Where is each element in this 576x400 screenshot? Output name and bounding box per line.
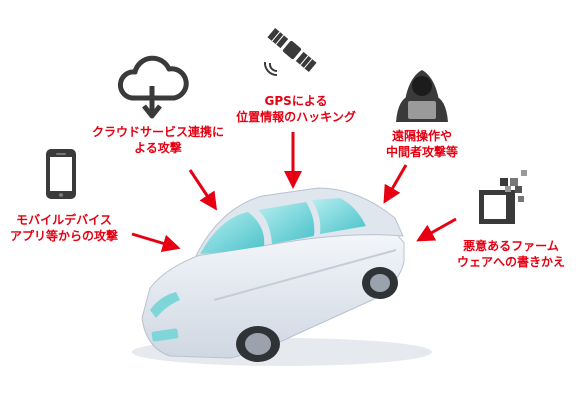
threat-label-firmware-line1: 悪意あるファーム: [463, 239, 559, 253]
arrow-remote: [383, 164, 408, 204]
threat-label-mobile-line2: アプリ等からの攻撃: [9, 229, 118, 243]
threat-label-firmware-line2: ウェアへの書きかえ: [456, 255, 565, 269]
threat-label-gps-line1: GPSによる: [264, 94, 328, 108]
smartphone-icon: [46, 149, 76, 199]
threat-label-mobile-line1: モバイルデバイス: [16, 213, 112, 227]
threat-label-gps: GPSによる 位置情報のハッキング: [226, 93, 366, 125]
threat-label-gps-line2: 位置情報のハッキング: [236, 110, 356, 124]
threat-label-cloud: クラウドサービス連携に よる攻撃: [78, 124, 238, 156]
threat-label-cloud-line2: よる攻撃: [134, 141, 182, 155]
arrow-cloud: [188, 169, 217, 211]
threat-label-remote-line1: 遠隔操作や: [391, 129, 452, 143]
arrow-firmware: [416, 217, 457, 242]
threat-label-remote-line2: 中間者攻撃等: [385, 145, 458, 159]
qr-code-icon: [479, 170, 527, 224]
satellite-icon: [267, 28, 317, 72]
threat-label-cloud-line1: クラウドサービス連携に: [91, 125, 224, 139]
threat-label-firmware: 悪意あるファーム ウェアへの書きかえ: [446, 238, 576, 270]
threat-label-mobile: モバイルデバイス アプリ等からの攻撃: [0, 212, 128, 244]
arrow-mobile: [131, 232, 181, 253]
car-illustration: [132, 187, 432, 366]
threat-label-remote: 遠隔操作や 中間者攻撃等: [362, 128, 482, 160]
cloud-upload-icon: [117, 55, 189, 119]
hacker-icon: [396, 70, 448, 122]
